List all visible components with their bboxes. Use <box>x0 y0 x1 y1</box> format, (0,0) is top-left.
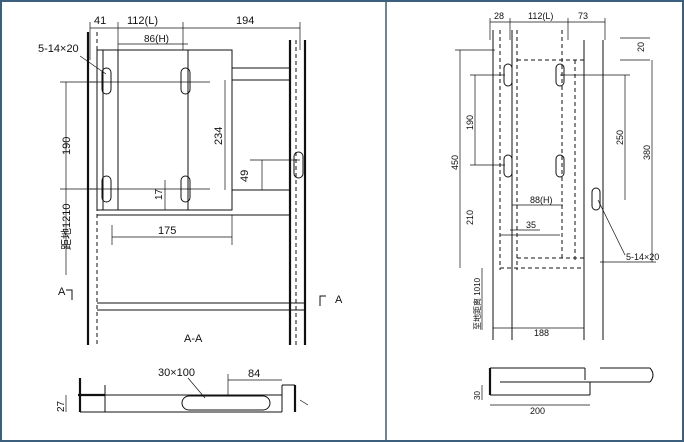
right-drawing: 28 112(L) 73 20 190 <box>450 11 659 416</box>
dim-190-left: 190 <box>61 137 73 155</box>
section-title-aa: A-A <box>184 333 203 345</box>
dim-27: 27 <box>56 400 67 412</box>
dim-380: 380 <box>642 145 652 160</box>
dim-250: 250 <box>615 130 625 145</box>
dim-190-right: 190 <box>465 115 475 130</box>
dim-30x100: 30×100 <box>158 367 195 379</box>
dim-86H: 86(H) <box>144 34 169 45</box>
dim-175: 175 <box>158 225 176 237</box>
dim-112L: 112(L) <box>127 15 158 27</box>
dim-1210: 距地1210 <box>60 204 73 250</box>
dim-1010: 至地距离 1010 <box>472 277 482 330</box>
dim-210: 210 <box>465 210 475 225</box>
section-mark-a-left: A <box>58 286 66 298</box>
left-drawing: 41 112(L) 194 86(H) 5-14×20 <box>38 15 343 413</box>
dim-112L-right: 112(L) <box>528 11 553 21</box>
dim-41: 41 <box>94 15 106 27</box>
dim-28: 28 <box>494 11 504 21</box>
dim-84: 84 <box>248 368 260 380</box>
dim-73: 73 <box>578 11 588 21</box>
dim-88H: 88(H) <box>530 195 553 205</box>
dim-35: 35 <box>526 220 536 230</box>
dim-234: 234 <box>213 127 225 145</box>
dim-slot-left: 5-14×20 <box>38 43 79 55</box>
dim-194: 194 <box>236 15 254 27</box>
dim-20: 20 <box>636 42 646 52</box>
section-mark-a-right: A <box>335 294 343 306</box>
dim-slot-right: 5-14×20 <box>626 252 659 262</box>
dim-49: 49 <box>239 170 251 182</box>
dim-30-right: 30 <box>473 391 482 400</box>
dim-188: 188 <box>534 328 549 338</box>
dim-450: 450 <box>450 155 460 170</box>
dim-200: 200 <box>530 406 545 416</box>
dim-17: 17 <box>154 188 165 200</box>
